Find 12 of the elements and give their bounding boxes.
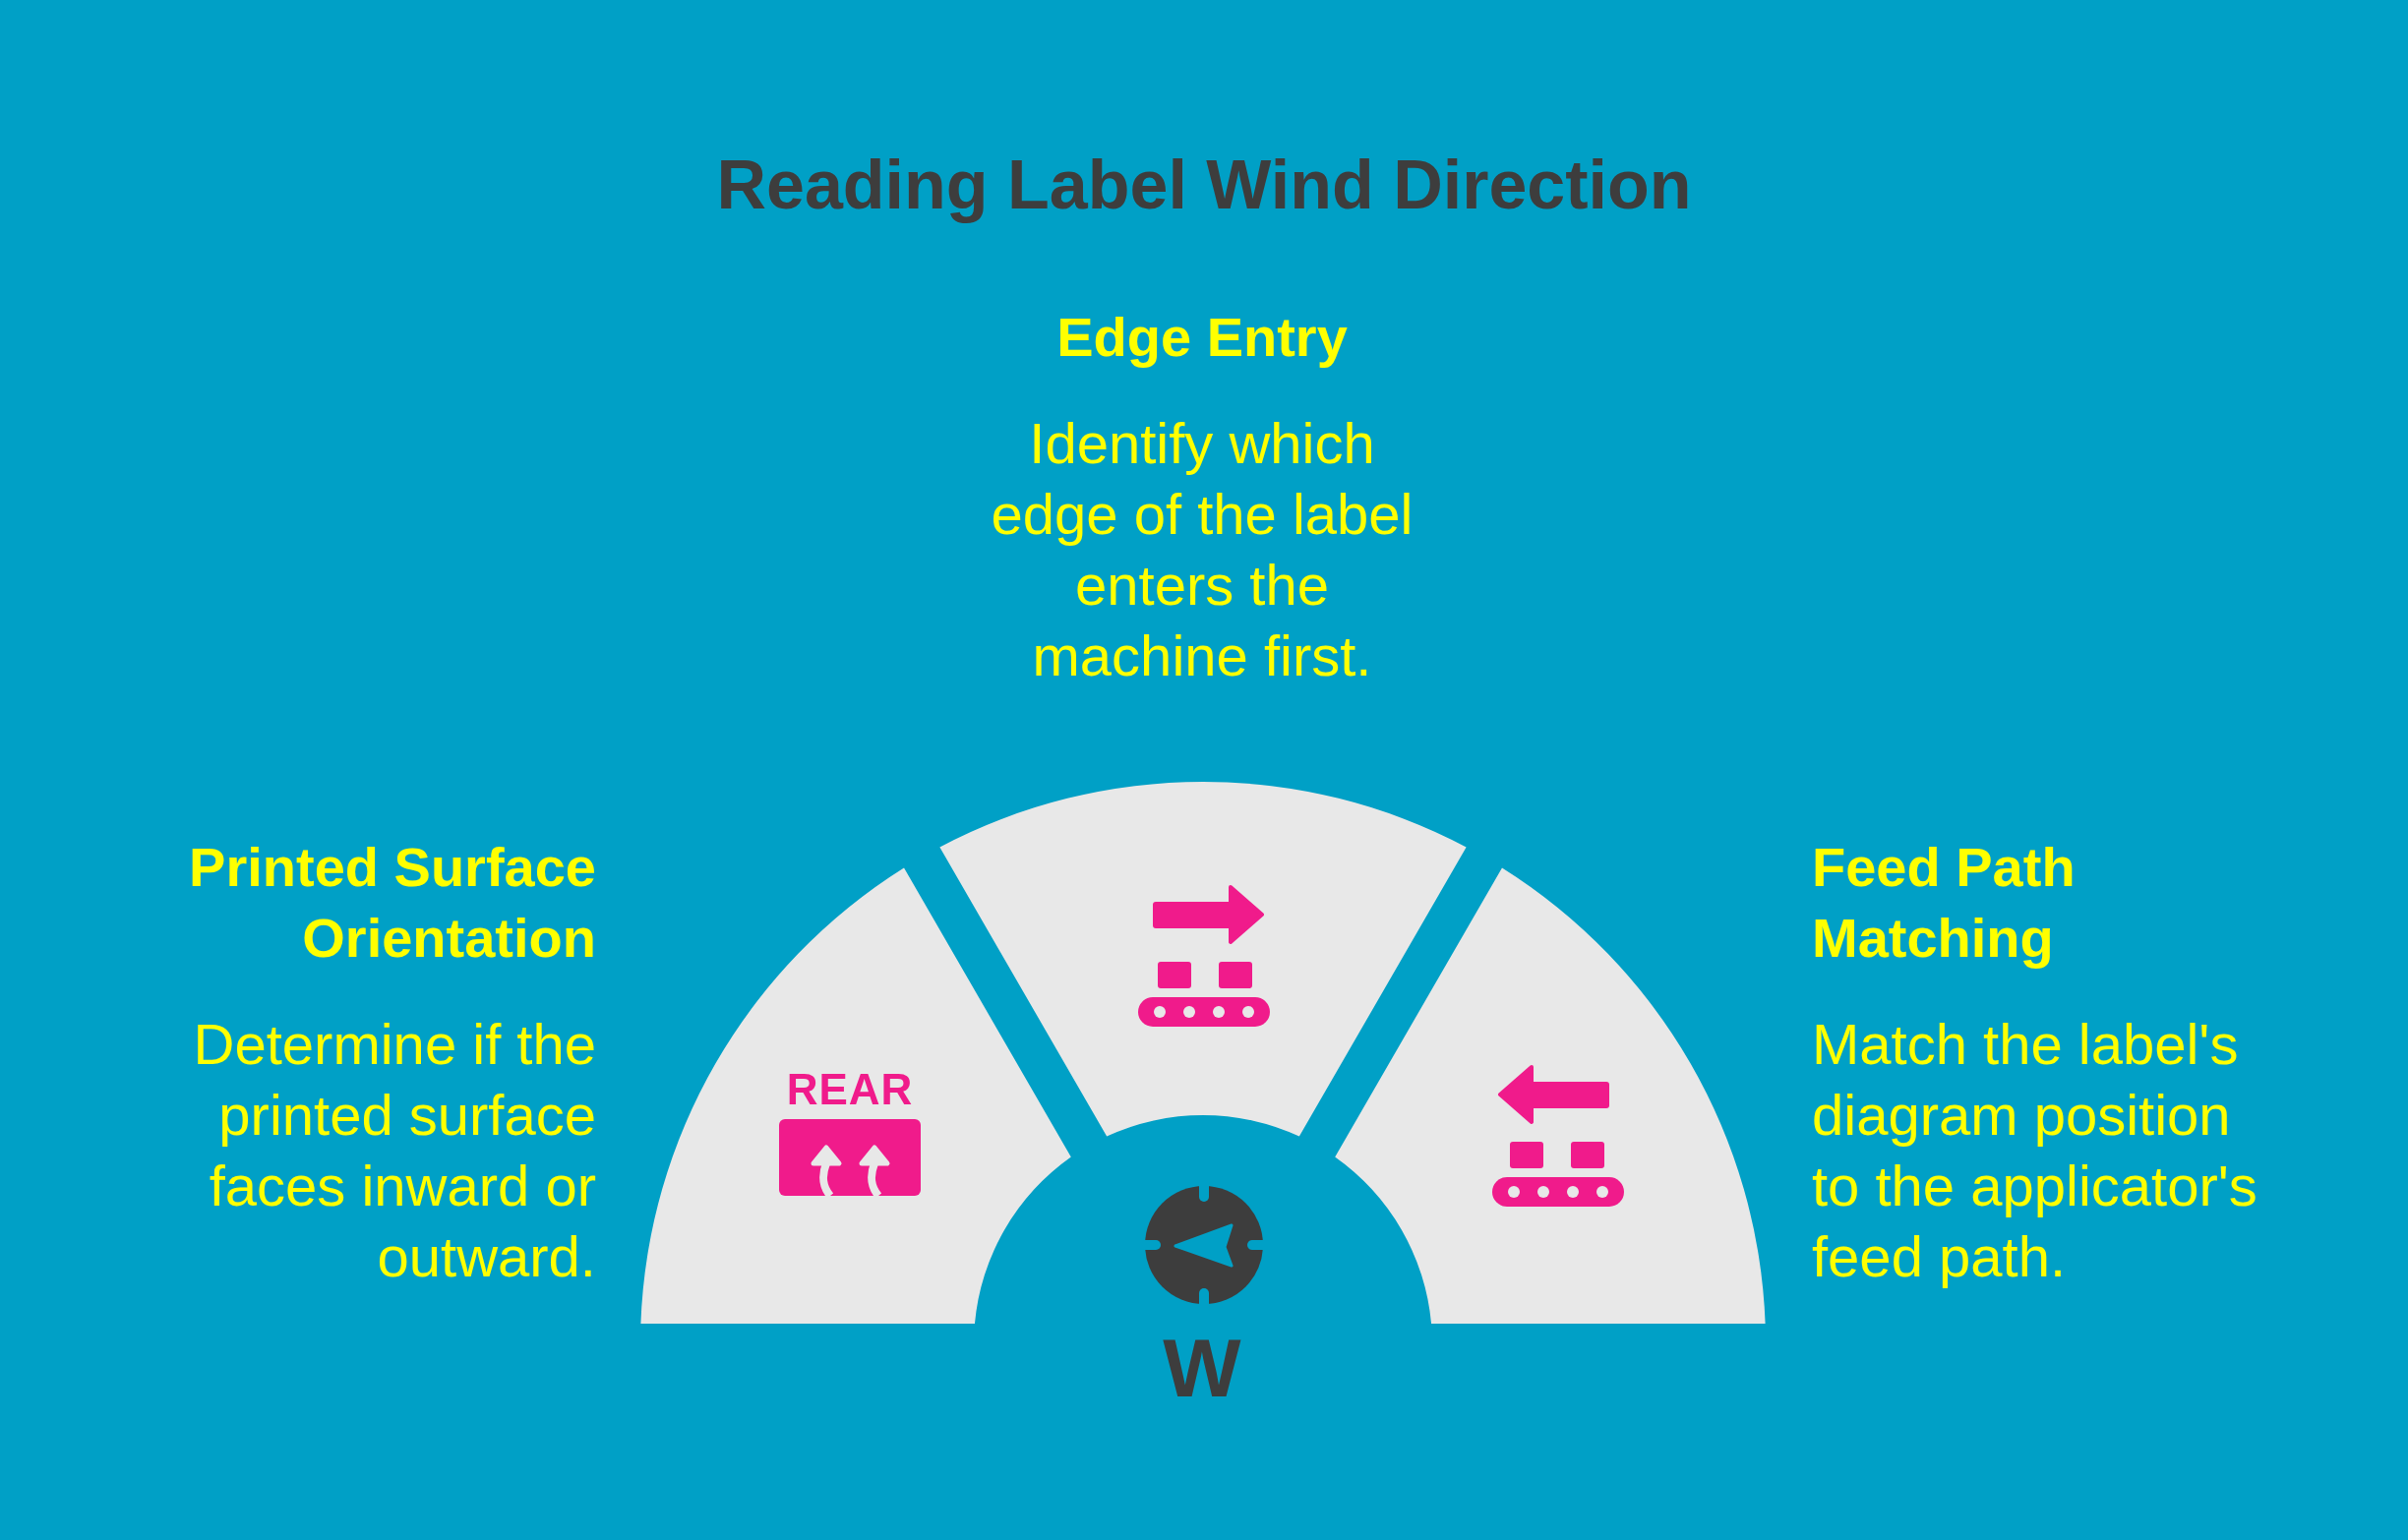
step-description: Determine if the printed surface faces inward or outward. [192, 1011, 596, 1290]
sector-segment [939, 782, 1467, 1137]
step-heading: Feed Path Matching [1812, 835, 2077, 971]
sector-segment [640, 867, 1071, 1325]
step-description: Identify which edge of the label enters the machine first. [990, 410, 1415, 689]
compass-direction-letter: W [1163, 1327, 1241, 1409]
diagram-title: Reading Label Wind Direction [716, 146, 1692, 225]
step-heading: Edge Entry [1056, 305, 1348, 370]
step-heading: Printed Surface Orientation [188, 835, 596, 971]
step-description: Match the label's diagram position to the applicator's feed path. [1812, 1011, 2258, 1290]
icon-caption: REAR [786, 1068, 914, 1111]
sector-segment [1335, 867, 1766, 1324]
